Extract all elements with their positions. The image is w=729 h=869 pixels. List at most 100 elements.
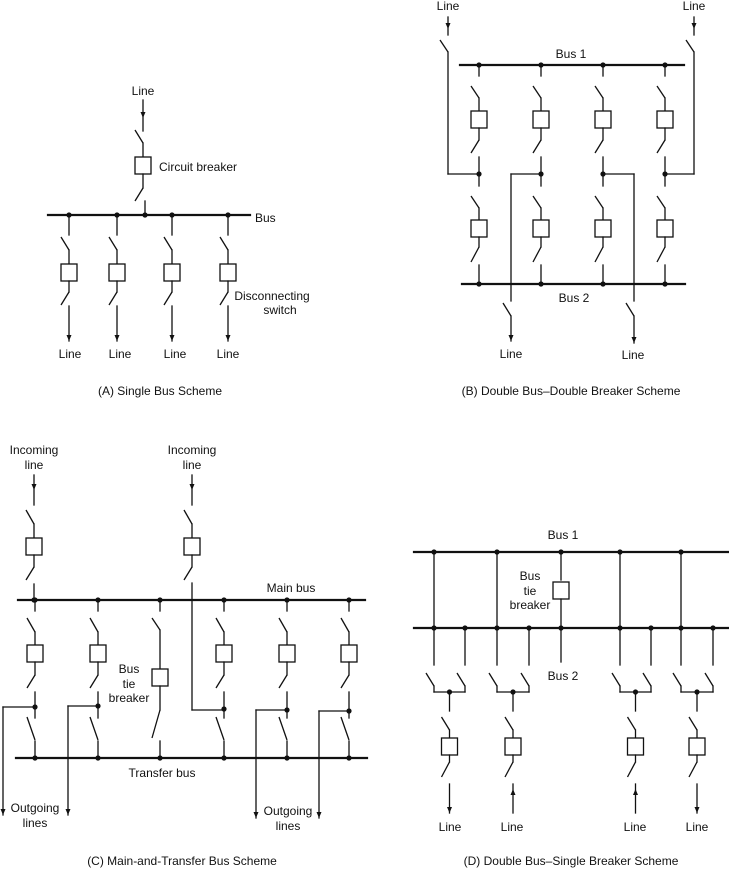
d-bus2-label: Bus 2 xyxy=(547,669,579,683)
circuit-breaker-icon xyxy=(532,219,550,238)
disconnect-switch-icon xyxy=(656,246,666,263)
disconnect-switch-icon xyxy=(425,672,435,687)
junction-dot xyxy=(221,706,227,712)
arrow-up-icon xyxy=(633,789,638,795)
disconnect-switch-icon xyxy=(340,617,350,633)
disconnect-switch-icon xyxy=(532,85,542,99)
b-line-in-label: Line xyxy=(436,0,460,13)
disconnect-switch-icon xyxy=(151,709,161,739)
disconnect-switch-icon xyxy=(470,139,480,154)
a-line-out-label: Line xyxy=(163,347,187,361)
b-line-out-label: Line xyxy=(621,348,645,362)
disconnect-switch-icon xyxy=(278,716,288,741)
c-outgoing-lines-label: lines xyxy=(275,819,301,833)
circuit-breaker-icon xyxy=(25,537,43,556)
circuit-breaker-icon xyxy=(163,263,181,282)
circuit-breaker-icon xyxy=(134,156,152,175)
circuit-breaker-icon xyxy=(656,219,674,238)
circuit-breaker-icon xyxy=(656,110,674,129)
c-transfer-bus-label: Transfer bus xyxy=(128,766,196,780)
disconnect-switch-icon xyxy=(656,85,666,99)
circuit-breaker-icon xyxy=(470,110,488,129)
disconnect-switch-icon xyxy=(594,139,604,154)
disconnect-switch-icon xyxy=(502,302,512,317)
arrow-down-icon xyxy=(114,335,120,341)
d-line-label: Line xyxy=(500,820,524,834)
circuit-breaker-icon xyxy=(151,668,169,687)
disconnect-switch-icon xyxy=(60,236,70,251)
d-bus1-label: Bus 1 xyxy=(547,528,579,542)
circuit-breaker-icon xyxy=(594,219,612,238)
disconnect-switch-icon xyxy=(134,187,144,202)
disconnect-switch-icon xyxy=(183,509,193,525)
c-incoming-label: Incoming xyxy=(167,443,217,457)
disconnect-switch-icon xyxy=(60,291,70,306)
circuit-breaker-icon xyxy=(219,263,237,282)
disconnect-switch-icon xyxy=(26,674,36,689)
disconnect-switch-icon xyxy=(183,566,193,581)
circuit-breaker-icon xyxy=(440,737,459,756)
disconnect-switch-icon xyxy=(688,716,698,731)
c-outgoing-label: Outgoing xyxy=(263,804,313,818)
b-line-in-label: Line xyxy=(682,0,706,13)
disconnect-switch-icon xyxy=(151,617,161,631)
arrow-down-icon xyxy=(225,335,231,341)
arrow-down-icon xyxy=(253,812,259,818)
disconnect-switch-icon xyxy=(685,39,695,53)
disconnect-switch-icon xyxy=(215,716,225,741)
circuit-breaker-icon xyxy=(60,263,78,282)
circuit-breaker-icon xyxy=(470,219,488,238)
disconnect-switch-icon xyxy=(25,509,35,525)
d-caption: (D) Double Bus–Single Breaker Scheme xyxy=(463,854,679,868)
arrow-down-icon xyxy=(691,23,697,29)
disconnect-switch-icon xyxy=(656,195,666,209)
disconnect-switch-icon xyxy=(594,246,604,263)
b-caption: (B) Double Bus–Double Breaker Scheme xyxy=(461,384,681,398)
disconnect-switch-icon xyxy=(89,674,99,689)
circuit-breaker-icon xyxy=(215,644,233,663)
d-line-label: Line xyxy=(685,820,709,834)
circuit-breaker-icon xyxy=(26,644,44,663)
disconnect-switch-icon xyxy=(215,674,225,689)
disconnect-switch-icon xyxy=(488,672,498,687)
disconnect-switch-icon xyxy=(672,672,682,687)
disconnect-switch-icon xyxy=(26,716,36,741)
circuit-breaker-icon xyxy=(108,263,126,282)
disconnect-switch-icon xyxy=(108,291,118,306)
disconnect-switch-icon xyxy=(278,674,288,689)
disconnect-switch-icon xyxy=(340,716,350,741)
disconnect-switch-icon xyxy=(89,716,99,741)
arrow-down-icon xyxy=(66,335,72,341)
disconnect-switch-icon xyxy=(520,672,530,687)
circuit-breaker-icon xyxy=(626,737,645,756)
circuit-breaker-icon xyxy=(532,110,550,129)
a-disconnecting-label: Disconnecting xyxy=(234,289,310,303)
circuit-breaker-icon xyxy=(688,737,706,756)
arrow-down-icon xyxy=(140,112,146,118)
b-bus1-label: Bus 1 xyxy=(555,47,587,61)
junction-dot xyxy=(142,212,148,218)
disconnect-switch-icon xyxy=(278,617,288,633)
disconnect-switch-icon xyxy=(656,139,666,154)
disconnect-switch-icon xyxy=(688,761,698,778)
arrow-down-icon xyxy=(0,809,6,815)
disconnect-switch-icon xyxy=(108,236,118,251)
circuit-breaker-icon xyxy=(89,644,107,663)
disconnect-switch-icon xyxy=(440,761,451,778)
a-circuit-breaker-label: Circuit breaker xyxy=(159,160,238,174)
disconnect-switch-icon xyxy=(642,672,652,687)
disconnect-switch-icon xyxy=(594,195,604,209)
disconnect-switch-icon xyxy=(215,617,225,633)
a-line-out-label: Line xyxy=(216,347,240,361)
c-bus-tie-label: breaker xyxy=(108,691,150,705)
b-line-out-label: Line xyxy=(499,347,523,361)
disconnect-switch-icon xyxy=(440,716,451,731)
disconnect-switch-icon xyxy=(625,302,635,317)
circuit-breaker-icon xyxy=(552,581,570,600)
circuit-breaker-icon xyxy=(340,644,358,663)
disconnect-switch-icon xyxy=(89,617,99,633)
disconnect-switch-icon xyxy=(219,236,229,251)
disconnect-switch-icon xyxy=(504,761,514,778)
c-outgoing-lines-label: lines xyxy=(22,816,48,830)
